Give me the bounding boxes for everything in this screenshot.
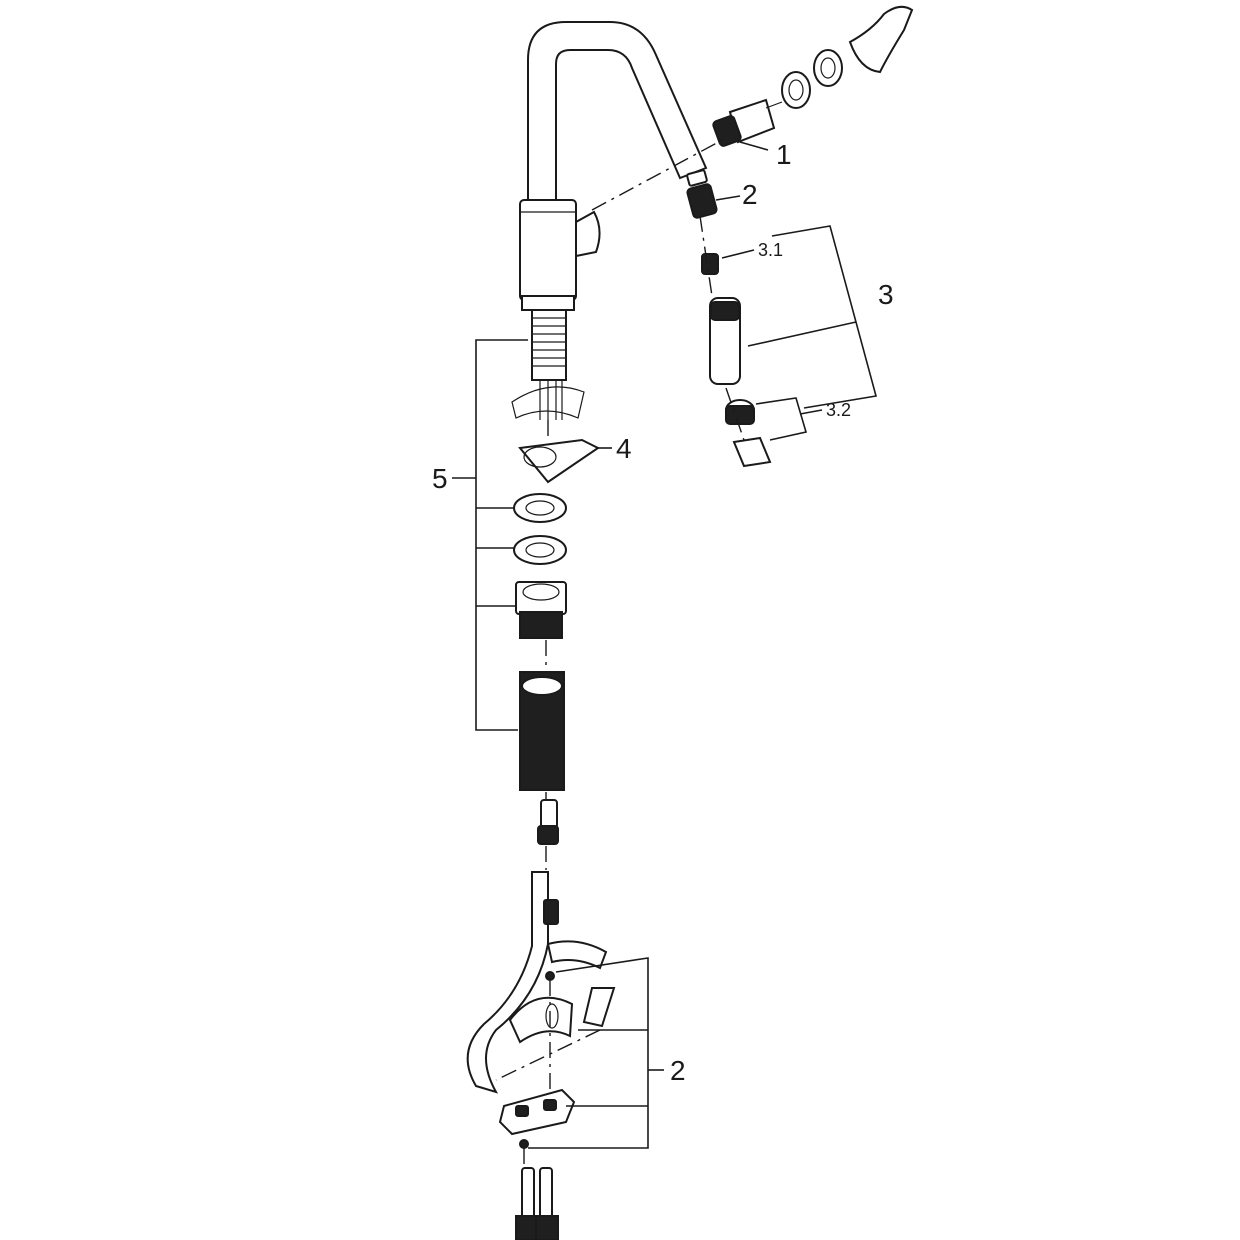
hose-assembly [466,871,616,1240]
fixing-set [511,386,600,845]
label-fixing-plate: 4 [616,433,632,464]
cartridge-assembly [712,5,914,147]
label-aerator-sub2: 3.2 [826,400,851,420]
label-hose-assembly: 2 [670,1055,686,1086]
assembly-axes [495,137,745,1166]
leader-lines [452,141,878,1149]
label-aerator-set: 3 [878,279,894,310]
label-hose-connector: 2 [742,179,758,210]
label-aerator-sub1: 3.1 [758,240,783,260]
label-cartridge: 1 [776,139,792,170]
aerator-set [701,253,772,468]
label-fixing-set: 5 [432,463,448,494]
callout-labels: 1 2 3.1 3 3.2 4 5 2 [432,139,894,1086]
hose-connector [686,169,718,219]
faucet-body [519,21,708,420]
